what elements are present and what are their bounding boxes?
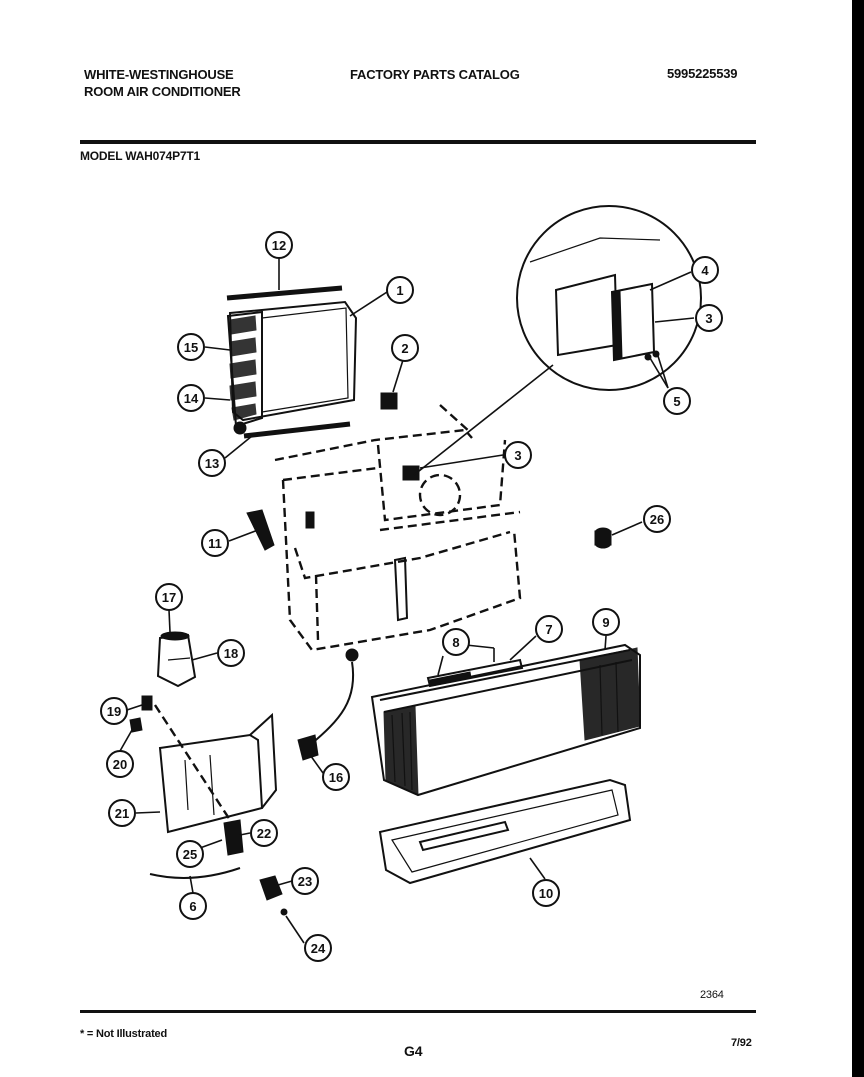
condenser-coil-assembly xyxy=(226,285,358,439)
part-22-shape xyxy=(223,819,244,856)
callout-20: 20 xyxy=(106,750,134,778)
callout-19: 19 xyxy=(100,697,128,725)
svg-text:7: 7 xyxy=(545,622,552,637)
brand-line-2: ROOM AIR CONDITIONER xyxy=(84,84,241,99)
svg-text:26: 26 xyxy=(650,512,664,527)
callout-7: 7 xyxy=(535,615,563,643)
callout-24: 24 xyxy=(304,934,332,962)
callout-5: 5 xyxy=(663,387,691,415)
svg-text:22: 22 xyxy=(257,826,271,841)
callout-3-detail: 3 xyxy=(695,304,723,332)
svg-text:21: 21 xyxy=(115,806,129,821)
part-17-18-shape xyxy=(156,631,197,688)
part-16-shape xyxy=(297,648,359,761)
model-label: MODEL WAH074P7T1 xyxy=(80,149,200,163)
callout-26: 26 xyxy=(643,505,671,533)
svg-text:15: 15 xyxy=(184,340,198,355)
svg-text:13: 13 xyxy=(205,456,219,471)
svg-text:16: 16 xyxy=(329,770,343,785)
callout-21: 21 xyxy=(108,799,136,827)
part-10-shape xyxy=(378,778,632,885)
svg-text:5: 5 xyxy=(673,394,680,409)
svg-text:10: 10 xyxy=(539,886,553,901)
svg-text:18: 18 xyxy=(224,646,238,661)
svg-text:23: 23 xyxy=(298,874,312,889)
callout-10: 10 xyxy=(532,879,560,907)
catalog-title: FACTORY PARTS CATALOG xyxy=(350,67,520,82)
svg-text:6: 6 xyxy=(189,899,196,914)
cabinet-frame xyxy=(274,404,522,652)
part-20-shape xyxy=(129,717,143,733)
part-24-shape xyxy=(280,908,288,916)
page-id: G4 xyxy=(404,1043,423,1059)
svg-text:2: 2 xyxy=(401,341,408,356)
callout-22: 22 xyxy=(250,819,278,847)
svg-text:17: 17 xyxy=(162,590,176,605)
callout-1: 1 xyxy=(386,276,414,304)
callout-8: 8 xyxy=(442,628,470,656)
drawing-number: 2364 xyxy=(700,989,724,1001)
footer-rule xyxy=(80,1010,756,1013)
part-23-shape xyxy=(259,875,283,901)
callout-25: 25 xyxy=(176,840,204,868)
revision-date: 7/92 xyxy=(731,1037,752,1049)
svg-text:9: 9 xyxy=(602,615,609,630)
svg-text:12: 12 xyxy=(272,238,286,253)
callout-23: 23 xyxy=(291,867,319,895)
catalog-number: 5995225539 xyxy=(667,66,738,81)
svg-text:24: 24 xyxy=(311,941,326,956)
callout-13: 13 xyxy=(198,449,226,477)
not-illustrated-note: * = Not Illustrated xyxy=(80,1028,167,1040)
callout-2: 2 xyxy=(391,334,419,362)
part-26-shape xyxy=(594,527,612,549)
svg-text:14: 14 xyxy=(184,391,199,406)
svg-text:19: 19 xyxy=(107,704,121,719)
header-rule xyxy=(80,140,756,144)
part-11-shape xyxy=(246,509,275,551)
brand-line-1: WHITE-WESTINGHOUSE xyxy=(84,67,234,82)
callout-9: 9 xyxy=(592,608,620,636)
part-6-shape xyxy=(149,867,241,879)
detail-view xyxy=(413,205,702,476)
svg-text:4: 4 xyxy=(701,263,709,278)
svg-text:25: 25 xyxy=(183,847,197,862)
leader-lines xyxy=(119,258,695,944)
callout-4: 4 xyxy=(691,256,719,284)
callout-6: 6 xyxy=(179,892,207,920)
svg-text:11: 11 xyxy=(208,536,222,551)
callout-14: 14 xyxy=(177,384,205,412)
callout-3-main: 3 xyxy=(504,441,532,469)
callout-18: 18 xyxy=(217,639,245,667)
callout-15: 15 xyxy=(177,333,205,361)
svg-text:3: 3 xyxy=(514,448,521,463)
callout-11: 11 xyxy=(201,529,229,557)
part-21-shape xyxy=(153,704,278,834)
callout-16: 16 xyxy=(322,763,350,791)
callout-12: 12 xyxy=(265,231,293,259)
svg-text:1: 1 xyxy=(396,283,403,298)
svg-text:20: 20 xyxy=(113,757,127,772)
front-grille xyxy=(370,643,641,797)
part-19-shape xyxy=(141,695,153,711)
svg-text:8: 8 xyxy=(452,635,459,650)
svg-text:3: 3 xyxy=(705,311,712,326)
callout-17: 17 xyxy=(155,583,183,611)
part-2-shape xyxy=(380,392,398,410)
